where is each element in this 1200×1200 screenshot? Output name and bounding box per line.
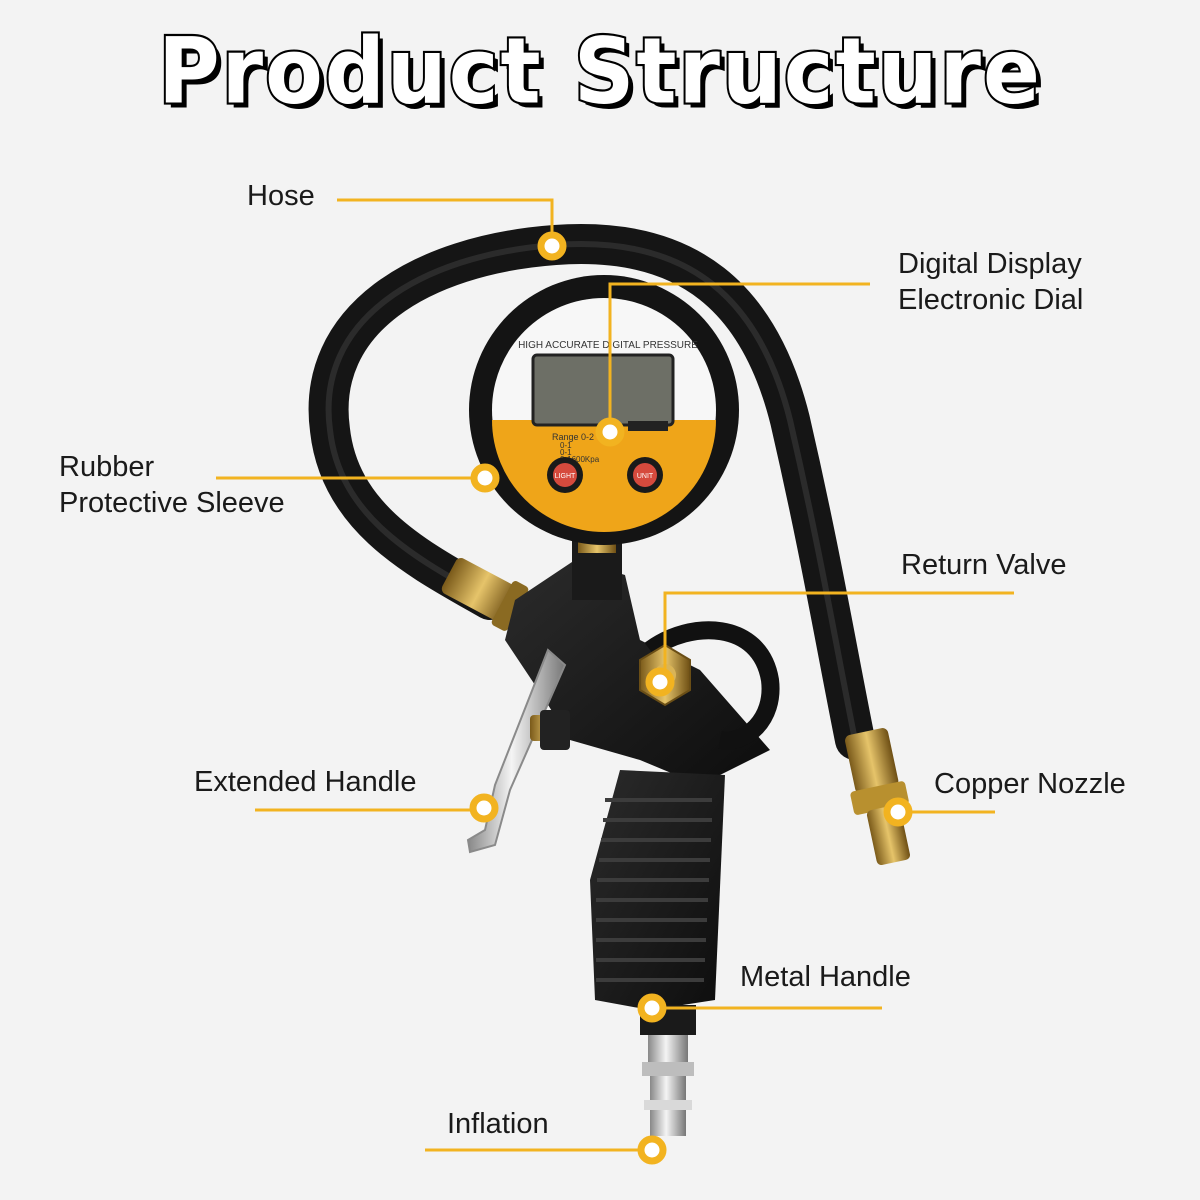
hose-marker [537, 231, 567, 261]
metal-handle-label: Metal Handle [740, 961, 911, 993]
digital-display-leader-line [608, 282, 870, 432]
light-button-label: LIGHT [555, 473, 576, 480]
metal-handle-marker [637, 993, 667, 1023]
page-title: Product Structure [156, 16, 1042, 126]
gauge-range-text: 0-1600Kpa [560, 455, 600, 464]
extended-handle-marker [469, 793, 499, 823]
return-valve-marker [645, 667, 675, 697]
inflation-label: Inflation [447, 1108, 549, 1140]
digital-display-label: Digital Display Electronic Dial [898, 246, 1083, 318]
rubber-sleeve-label: Rubber Protective Sleeve [59, 449, 285, 521]
digital-gauge: HIGH ACCURATE DIGITAL PRESSURE Range 0-2… [469, 275, 739, 545]
return-valve-label: Return Valve [901, 549, 1067, 581]
digital-display-label-line1: Digital Display [898, 248, 1082, 280]
hose-label: Hose [247, 180, 315, 212]
inflation-connector [640, 1005, 696, 1136]
copper-nozzle-marker [883, 797, 913, 827]
rubber-sleeve-label-line1: Rubber [59, 451, 155, 483]
digital-display-marker [595, 417, 625, 447]
gun-body [505, 560, 770, 785]
hose-leader-line [337, 198, 554, 245]
gauge-header-text: HIGH ACCURATE DIGITAL PRESSURE [518, 340, 698, 351]
return-valve-leader-line [663, 591, 1014, 680]
inflation-marker [637, 1135, 667, 1165]
hose-brass-fitting [441, 558, 529, 631]
unit-button-label: UNIT [637, 473, 654, 480]
lcd-screen [531, 353, 675, 427]
digital-display-label-line2: Electronic Dial [898, 284, 1084, 316]
metal-handle-grip [590, 770, 725, 1010]
gauge-range-text: Range 0-2 [552, 432, 594, 442]
trigger-guard [644, 621, 780, 750]
rubber-sleeve-marker [470, 463, 500, 493]
gauge-range-text: 0-1 [560, 448, 572, 457]
gauge-range-text: 0-1 [560, 441, 572, 450]
copper-nozzle-label: Copper Nozzle [934, 768, 1126, 800]
extended-handle-label: Extended Handle [194, 766, 417, 798]
title-container: Product Structure [0, 16, 1200, 126]
rubber-sleeve-label-line2: Protective Sleeve [59, 487, 285, 519]
copper-nozzle [845, 728, 910, 865]
